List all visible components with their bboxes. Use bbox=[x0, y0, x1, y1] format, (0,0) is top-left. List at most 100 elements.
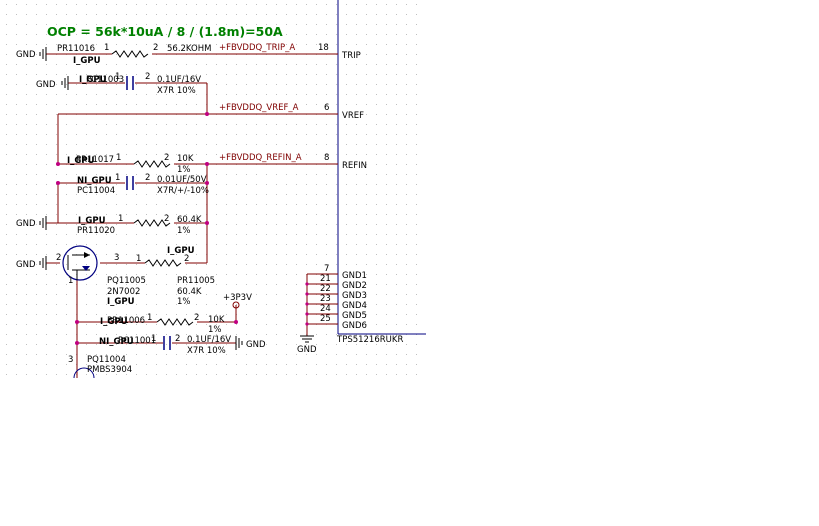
ic-pin-num-24: 24 bbox=[320, 304, 331, 314]
grid-dot bbox=[26, 164, 27, 165]
grid-dot bbox=[206, 4, 207, 5]
grid-dot bbox=[266, 174, 267, 175]
grid-dot bbox=[16, 314, 17, 315]
grid-dot bbox=[286, 274, 287, 275]
grid-dot bbox=[286, 224, 287, 225]
grid-dot bbox=[46, 254, 47, 255]
grid-dot bbox=[126, 354, 127, 355]
grid-dot bbox=[316, 104, 317, 105]
grid-dot bbox=[66, 294, 67, 295]
grid-dot bbox=[356, 134, 357, 135]
grid-dot bbox=[176, 284, 177, 285]
grid-dot bbox=[236, 24, 237, 25]
grid-dot bbox=[296, 64, 297, 65]
grid-dot bbox=[156, 244, 157, 245]
grid-dot bbox=[16, 44, 17, 45]
grid-dot bbox=[66, 174, 67, 175]
grid-dot bbox=[376, 164, 377, 165]
grid-dot bbox=[66, 134, 67, 135]
grid-dot bbox=[406, 94, 407, 95]
grid-dot bbox=[336, 254, 337, 255]
grid-dot bbox=[186, 64, 187, 65]
grid-dot bbox=[346, 4, 347, 5]
grid-dot bbox=[146, 214, 147, 215]
grid-dot bbox=[336, 244, 337, 245]
grid-dot bbox=[376, 204, 377, 205]
capacitors bbox=[126, 76, 171, 350]
grid-dot bbox=[116, 294, 117, 295]
grid-dot bbox=[386, 34, 387, 35]
grid-dot bbox=[76, 64, 77, 65]
grid-dot bbox=[356, 154, 357, 155]
grid-dot bbox=[256, 254, 257, 255]
grid-dot bbox=[76, 144, 77, 145]
grid-dot bbox=[226, 284, 227, 285]
grid-dot bbox=[296, 24, 297, 25]
grid-dot bbox=[346, 124, 347, 125]
grid-dot bbox=[316, 224, 317, 225]
grid-dot bbox=[276, 254, 277, 255]
grid-dot bbox=[146, 4, 147, 5]
grid-dot bbox=[356, 274, 357, 275]
grid-dot bbox=[286, 134, 287, 135]
grid-dot bbox=[196, 124, 197, 125]
grid-dot bbox=[156, 354, 157, 355]
grid-dot bbox=[96, 184, 97, 185]
grid-dot bbox=[166, 144, 167, 145]
grid-dot bbox=[36, 244, 37, 245]
grid-dot bbox=[316, 234, 317, 235]
grid-dot bbox=[396, 264, 397, 265]
grid-dot bbox=[366, 224, 367, 225]
grid-dot bbox=[416, 4, 417, 5]
grid-dot bbox=[276, 354, 277, 355]
grid-dot bbox=[396, 4, 397, 5]
grid-dot bbox=[316, 204, 317, 205]
grid-dot bbox=[26, 34, 27, 35]
group-pr11006: I_GPU bbox=[100, 317, 128, 327]
grid-dot bbox=[146, 224, 147, 225]
grid-dot bbox=[76, 154, 77, 155]
grid-dot bbox=[46, 144, 47, 145]
grid-dot bbox=[156, 234, 157, 235]
grid-dot bbox=[256, 374, 257, 375]
grid-dot bbox=[86, 214, 87, 215]
grid-dot bbox=[236, 334, 237, 335]
grid-dot bbox=[176, 344, 177, 345]
grid-dot bbox=[386, 154, 387, 155]
grid-dot bbox=[186, 244, 187, 245]
grid-dot bbox=[26, 174, 27, 175]
grid-dot bbox=[196, 144, 197, 145]
grid-dot bbox=[346, 174, 347, 175]
grid-dot bbox=[116, 54, 117, 55]
grid-dot bbox=[116, 34, 117, 35]
grid-dot bbox=[16, 254, 17, 255]
grid-dot bbox=[346, 194, 347, 195]
grid-dot bbox=[246, 354, 247, 355]
grid-dot bbox=[266, 94, 267, 95]
grid-dot bbox=[416, 374, 417, 375]
ic-pin-num-23: 23 bbox=[320, 294, 331, 304]
grid-dot bbox=[236, 284, 237, 285]
net-label-refin: +FBVDDQ_REFIN_A bbox=[219, 153, 302, 163]
grid-dot bbox=[216, 354, 217, 355]
grid-dot bbox=[326, 144, 327, 145]
grid-dot bbox=[36, 4, 37, 5]
grid-dot bbox=[296, 374, 297, 375]
grid-dot bbox=[16, 324, 17, 325]
grid-dot bbox=[386, 354, 387, 355]
value2-pc11003: X7R 10% bbox=[157, 86, 196, 96]
grid-dot bbox=[406, 54, 407, 55]
grid-dot bbox=[366, 74, 367, 75]
gnd-label-pc11001: GND bbox=[246, 340, 266, 350]
grid-dot bbox=[386, 24, 387, 25]
grid-dot bbox=[416, 304, 417, 305]
grid-dot bbox=[136, 374, 137, 375]
grid-dot bbox=[356, 214, 357, 215]
grid-dot bbox=[296, 174, 297, 175]
grid-dot bbox=[296, 84, 297, 85]
grid-dot bbox=[146, 374, 147, 375]
grid-dot bbox=[36, 114, 37, 115]
grid-dot bbox=[86, 124, 87, 125]
grid-dot bbox=[256, 34, 257, 35]
grid-dot bbox=[326, 334, 327, 335]
